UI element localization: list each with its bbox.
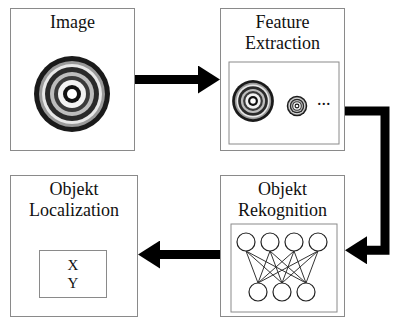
box-title: Feature Extraction [229, 12, 337, 53]
network-neurons [237, 233, 327, 301]
process-box: Image [10, 8, 135, 151]
box-title: Objekt Localization [20, 179, 128, 220]
network-links [246, 251, 318, 283]
box-title: Objekt Rekognition [229, 179, 337, 220]
coordinate-text: X Y [68, 256, 79, 292]
bearing-feature [232, 80, 274, 122]
bearing-image [34, 56, 110, 132]
feature-panel [229, 62, 339, 144]
flow-arrow [135, 75, 198, 84]
process-box: Feature Extraction [220, 8, 345, 151]
process-box: Objekt Rekognition [220, 175, 345, 317]
flow-arrow [345, 111, 385, 250]
box-title: Image [19, 12, 127, 33]
bearing-feature-small [287, 96, 308, 117]
process-box: Objekt Localization X Y [10, 175, 138, 317]
flow-arrow [160, 250, 220, 259]
network-panel [231, 224, 337, 312]
output-box: X Y [39, 250, 107, 298]
ellipsis-label: ... [317, 90, 331, 108]
